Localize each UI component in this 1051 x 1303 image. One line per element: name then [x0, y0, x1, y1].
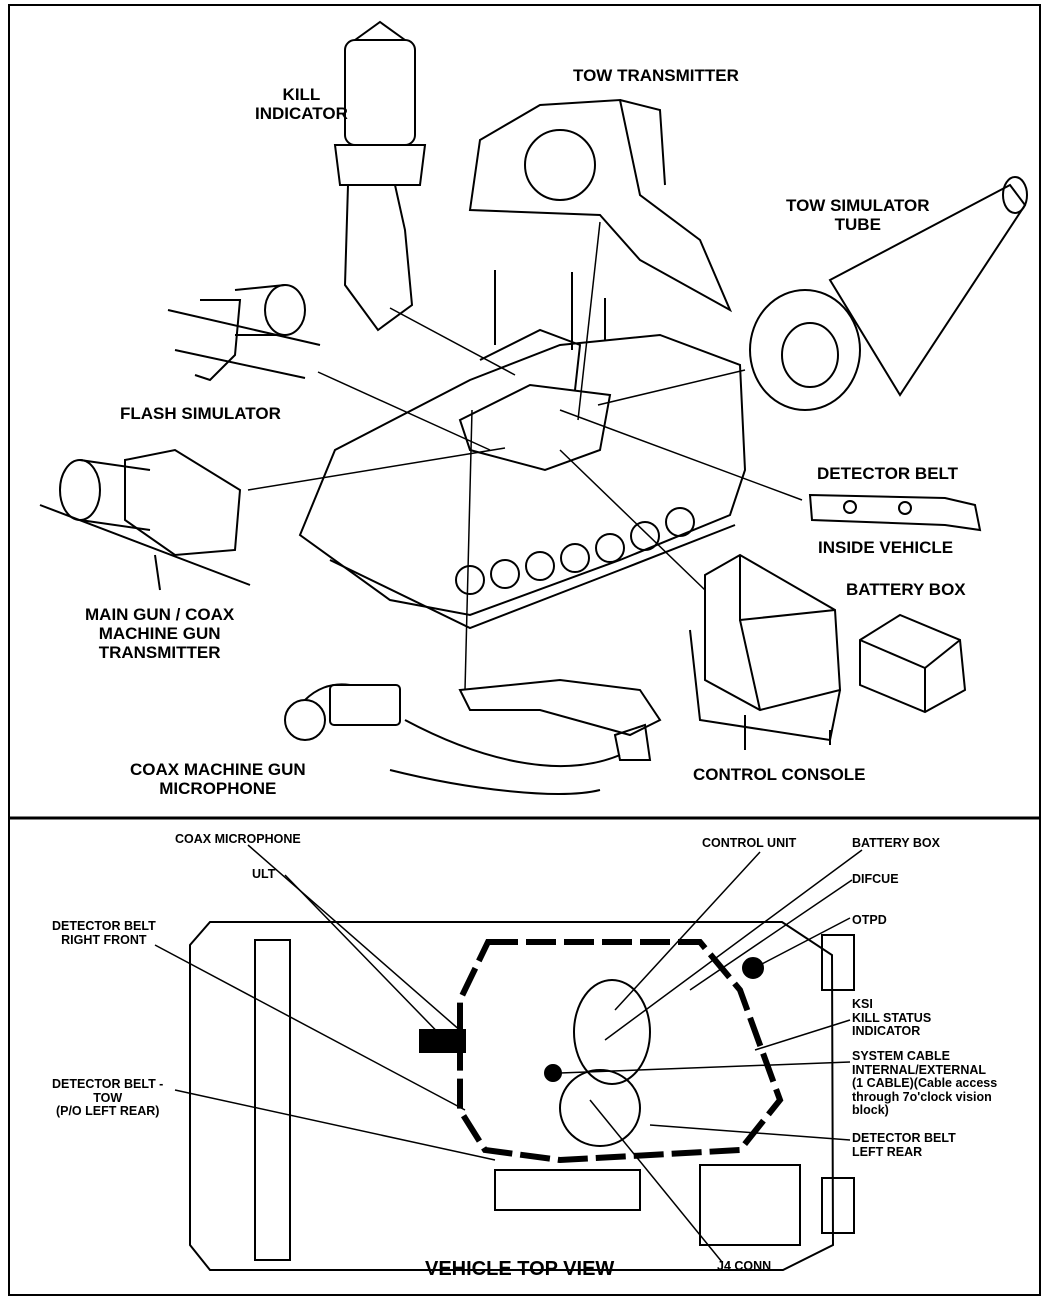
label-vehicle-top-view: VEHICLE TOP VIEW — [425, 1258, 615, 1280]
cable-arc — [404, 719, 621, 768]
label-ult: ULT — [252, 867, 276, 881]
label-coax-microphone: COAX MICROPHONE — [175, 832, 301, 846]
cable-arc-lower — [389, 769, 601, 795]
detector-belt-drawing — [808, 493, 982, 532]
flash-simulator-drawing — [167, 284, 321, 382]
label-tow-transmitter: TOW TRANSMITTER — [573, 66, 739, 85]
tow-transmitter-drawing — [468, 98, 733, 313]
label-inside-vehicle: INSIDE VEHICLE — [818, 538, 954, 557]
label-flash-simulator: FLASH SIMULATOR — [120, 404, 281, 423]
vehicle-isometric-drawing — [298, 270, 747, 630]
label-difcue: DIFCUE — [852, 872, 899, 886]
tow-simulator-tube-drawing — [749, 176, 1028, 411]
label-detector-belt-tow: DETECTOR BELT -TOW(P/O LEFT REAR) — [52, 1077, 164, 1118]
battery-box-drawing — [859, 613, 967, 714]
label-control-console: CONTROL CONSOLE — [693, 765, 866, 784]
label-control-unit: CONTROL UNIT — [702, 836, 797, 850]
top-leader-lines — [247, 221, 803, 691]
main-gun-transmitter-drawing — [39, 448, 251, 591]
kill-indicator-drawing — [333, 20, 427, 332]
label-battery-box-top: BATTERY BOX — [846, 580, 966, 599]
coax-gun-drawing — [458, 678, 662, 737]
label-detector-belt: DETECTOR BELT — [817, 464, 959, 483]
diagram-frame — [8, 4, 1041, 1296]
microphone-drawing — [284, 683, 401, 741]
bottom-leader-lines — [154, 844, 863, 1263]
label-battery-box-bottom: BATTERY BOX — [852, 836, 940, 850]
vehicle-top-view-drawing — [189, 921, 855, 1271]
control-console-drawing — [689, 553, 842, 750]
label-otpd: OTPD — [852, 913, 887, 927]
label-j4-conn: J4 CONN — [717, 1259, 772, 1273]
